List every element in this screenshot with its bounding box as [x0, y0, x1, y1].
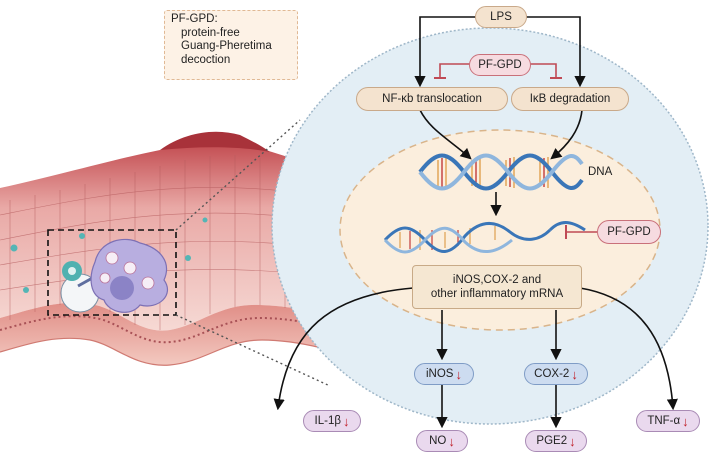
cox2-node: COX-2↓	[524, 363, 588, 385]
il1b-node: IL-1β↓	[303, 410, 361, 432]
legend-line-3: decoction	[181, 53, 231, 66]
pge2-node: PGE2↓	[525, 430, 587, 452]
arrow-lps-nfkb	[414, 16, 476, 88]
dna-helix	[418, 153, 584, 191]
tnfa-down-arrow-icon: ↓	[682, 413, 689, 429]
arrow-nfkb-dna	[419, 109, 472, 160]
arrow-lps-ikb	[526, 16, 586, 88]
tnfa-label: TNF-α	[647, 415, 681, 427]
inhibit-top	[434, 63, 562, 79]
arrow-mrna-il1b	[273, 287, 414, 411]
dna-label: DNA	[588, 166, 613, 178]
lps-node: LPS	[475, 6, 527, 28]
no-label: NO	[429, 435, 447, 447]
il1b-label: IL-1β	[314, 415, 341, 427]
cox2-down-arrow-icon: ↓	[571, 366, 578, 382]
tnfa-node: TNF-α↓	[636, 410, 700, 432]
no-down-arrow-icon: ↓	[448, 433, 455, 449]
inos-down-arrow-icon: ↓	[455, 366, 462, 382]
mrna-strand	[383, 221, 586, 254]
mrna-line-1: iNOS,COX-2 and	[452, 274, 542, 286]
mrna-box: iNOS,COX-2 and other inflammatory mRNA	[412, 265, 582, 309]
no-node: NO↓	[416, 430, 468, 452]
pfgpd-right-node: PF-GPD	[597, 220, 661, 244]
zoom-line-bottom	[175, 314, 331, 387]
arrow-mrna-tnfa	[579, 287, 678, 411]
inos-label: iNOS	[426, 368, 454, 380]
nfkb-translocation-node: NF-κb translocation	[356, 87, 508, 111]
mrna-line-2: other inflammatory mRNA	[430, 288, 564, 300]
legend-line-2: Guang-Pheretima	[181, 40, 272, 52]
pfgpd-top-node: PF-GPD	[469, 54, 531, 76]
zoom-region	[47, 229, 177, 316]
pge2-label: PGE2	[536, 435, 568, 447]
legend-title: PF-GPD:	[171, 13, 218, 25]
legend-box: PF-GPD: protein-free Guang-Pheretima dec…	[164, 10, 298, 80]
inos-node: iNOS↓	[414, 363, 474, 385]
ikb-degradation-node: IκB degradation	[511, 87, 629, 111]
arrow-ikb-dna	[550, 109, 583, 160]
cox2-label: COX-2	[534, 368, 570, 380]
legend-line-1: protein-free	[181, 26, 240, 39]
il1b-down-arrow-icon: ↓	[342, 413, 350, 429]
pge2-down-arrow-icon: ↓	[569, 433, 576, 449]
